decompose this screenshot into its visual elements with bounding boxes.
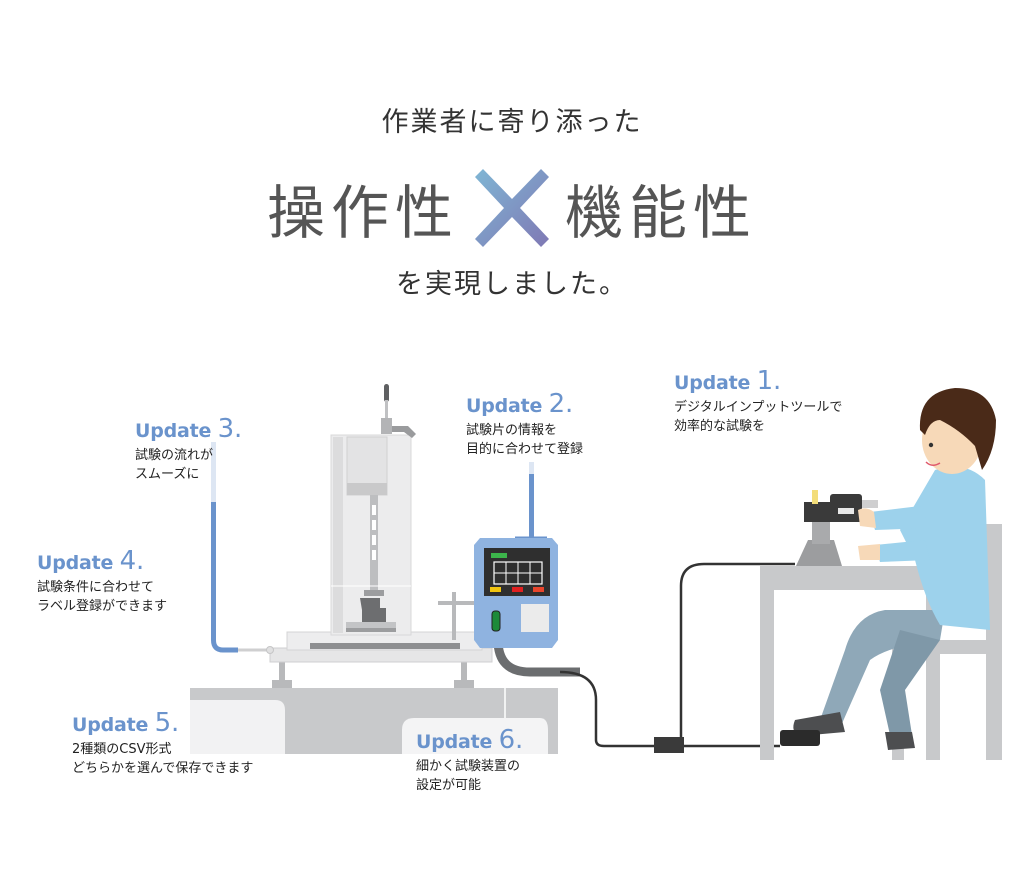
update-2-title: Update 2.: [466, 389, 574, 419]
update-5-desc: 2種類のCSV形式どちらかを選んで保存できます: [72, 742, 254, 776]
micrometer: [796, 490, 878, 566]
update-5-title: Update 5.: [72, 708, 180, 738]
update-1-desc: デジタルインプットツールで効率的な試験を: [674, 400, 843, 434]
update-2-desc: 試験片の情報を目的に合わせて登録: [466, 423, 584, 457]
cable: [559, 562, 795, 753]
update-2: Update 2. 試験片の情報を目的に合わせて登録: [466, 389, 583, 459]
update-4-desc: 試験条件に合わせてラベル登録ができます: [37, 580, 168, 614]
headline-left-word: 操作性: [266, 179, 459, 247]
update-1-title: Update 1.: [674, 366, 782, 396]
headline-right-word: 機能性: [565, 179, 758, 247]
testing-machine: [269, 384, 493, 688]
update-6-desc: 細かく試験装置の設定が可能: [416, 759, 521, 793]
update-5: Update 5. 2種類のCSV形式どちらかを選んで保存できます: [72, 708, 253, 778]
update-3-title: Update 3.: [135, 414, 243, 444]
controller-box: [474, 538, 580, 677]
base-cabinet: [190, 688, 558, 754]
update-4: Update 4. 試験条件に合わせてラベル登録ができます: [37, 546, 167, 616]
headline-line1: 作業者に寄り添った: [381, 107, 643, 138]
update-3: Update 3. 試験の流れがスムーズに: [135, 414, 242, 484]
headline-line3: を実現しました。: [396, 269, 628, 300]
update-6: Update 6. 細かく試験装置の設定が可能: [416, 725, 523, 795]
update-3-desc: 試験の流れがスムーズに: [135, 448, 214, 482]
headline-main: 操作性 機能性: [0, 166, 1024, 250]
update-1: Update 1. デジタルインプットツールで効率的な試験を: [674, 366, 842, 436]
update-6-title: Update 6.: [416, 725, 524, 755]
update-4-title: Update 4.: [37, 546, 145, 576]
cross-icon: [475, 169, 549, 247]
worker: [780, 388, 996, 750]
